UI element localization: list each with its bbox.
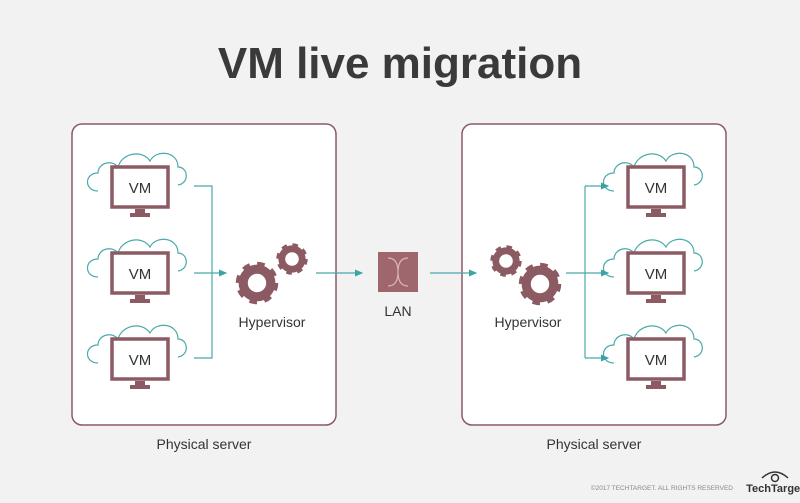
right-physical-server-label: Physical server — [547, 436, 642, 452]
monitor-stand — [646, 213, 666, 217]
monitor-screen — [110, 337, 170, 381]
vm-monitor-icon: VM — [602, 238, 703, 303]
vm-label: VM — [645, 180, 668, 197]
monitor-screen — [626, 165, 686, 209]
lan-switch-icon — [378, 252, 418, 292]
left-physical-server-label: Physical server — [157, 436, 252, 452]
left-hypervisor-label: Hypervisor — [239, 314, 306, 330]
monitor-stand — [646, 299, 666, 303]
right-hypervisor-label: Hypervisor — [495, 314, 562, 330]
monitor-screen — [110, 165, 170, 209]
monitor-screen — [626, 251, 686, 295]
vm-monitor-icon: VM — [86, 324, 187, 389]
monitor-stand — [130, 213, 150, 217]
vm-monitor-icon: VM — [86, 238, 187, 303]
vm-label: VM — [129, 180, 152, 197]
monitor-screen — [626, 337, 686, 381]
page-title: VM live migration — [218, 39, 582, 88]
monitor-screen — [110, 251, 170, 295]
vm-label: VM — [645, 266, 668, 283]
vm-monitor-icon: VM — [602, 152, 703, 217]
vm-label: VM — [129, 266, 152, 283]
techtarget-logo: TechTarget — [746, 483, 800, 495]
vm-monitor-icon: VM — [86, 152, 187, 217]
monitor-stand — [130, 385, 150, 389]
vm-label: VM — [129, 352, 152, 369]
monitor-stand — [130, 299, 150, 303]
lan-label: LAN — [384, 303, 411, 319]
left-connectors — [194, 182, 610, 362]
vm-label: VM — [645, 352, 668, 369]
monitor-stand — [646, 385, 666, 389]
copyright-text: ©2017 TECHTARGET. ALL RIGHTS RESERVED — [591, 484, 733, 492]
vm-monitor-icon: VM — [602, 324, 703, 389]
techtarget-eye-icon — [761, 471, 789, 483]
